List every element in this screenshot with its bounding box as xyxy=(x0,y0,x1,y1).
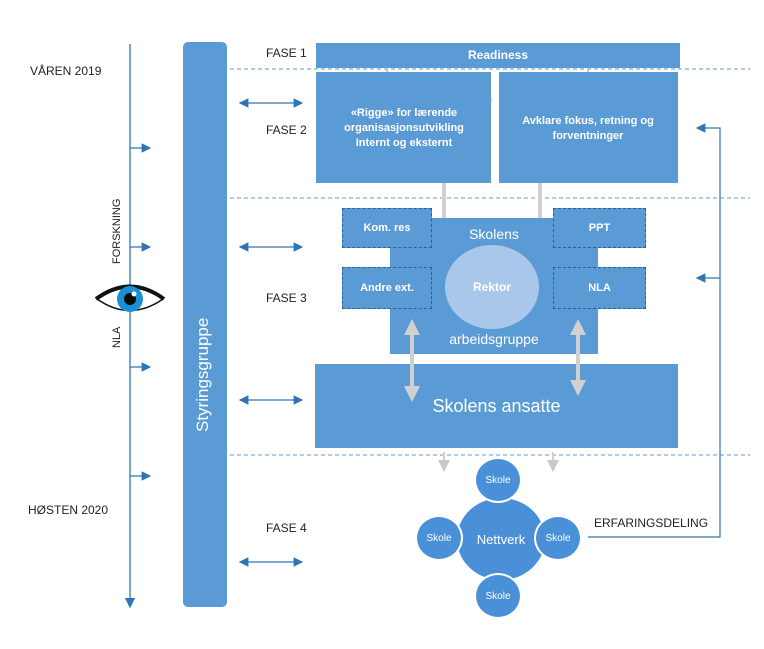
timeline-start-label: VÅREN 2019 xyxy=(30,64,102,78)
principal-label: Rektor xyxy=(472,280,511,294)
working-group-title: Skolens xyxy=(469,226,519,242)
school-circle-bottom: Skole xyxy=(474,573,522,619)
phase2-right-text: Avklare fokus, retning og forventninger xyxy=(522,115,654,142)
phase-label-1: FASE 1 xyxy=(266,46,307,60)
partner-label: PPT xyxy=(588,222,611,234)
steering-group-bar: Styringsgruppe xyxy=(183,42,227,607)
experience-sharing-label: ERFARINGSDELING xyxy=(594,516,709,530)
partner-box-andre-ext: Andre ext. xyxy=(342,267,432,309)
school-circle-left: Skole xyxy=(415,515,463,561)
partner-box-ppt: PPT xyxy=(553,208,646,248)
phase-label-2: FASE 2 xyxy=(266,123,307,137)
readiness-label: Readiness xyxy=(467,48,529,62)
school-label: Skole xyxy=(485,474,511,486)
principal-circle: Rektor xyxy=(445,245,539,329)
phase2-left-text: «Rigge» for lærende organisasjonsutvikli… xyxy=(344,107,464,149)
school-label: Skole xyxy=(426,532,452,544)
partner-box-nla: NLA xyxy=(553,267,646,309)
working-group-subtitle: arbeidsgruppe xyxy=(449,331,539,347)
network-label: Nettverk xyxy=(476,531,526,547)
timeline-end-label: HØSTEN 2020 xyxy=(28,503,109,517)
school-circle-right: Skole xyxy=(534,515,582,561)
staff-label: Skolens ansatte xyxy=(432,396,561,416)
readiness-bar: Readiness xyxy=(316,43,680,68)
eye-icon xyxy=(93,278,167,320)
school-label: Skole xyxy=(545,532,571,544)
partner-box-kom-res: Kom. res xyxy=(342,208,432,248)
partner-label: Andre ext. xyxy=(360,282,414,294)
school-circle-top: Skole xyxy=(474,457,522,503)
partner-label: Kom. res xyxy=(363,222,411,234)
feedback-loop-line xyxy=(588,123,721,538)
phase-label-3: FASE 3 xyxy=(266,291,307,305)
partner-label: NLA xyxy=(588,282,611,294)
staff-box: Skolens ansatte xyxy=(315,364,678,448)
phase-label-4: FASE 4 xyxy=(266,521,307,535)
school-label: Skole xyxy=(485,590,511,602)
phase2-left-box: «Rigge» for lærende organisasjonsutvikli… xyxy=(316,72,491,183)
phase2-right-box: Avklare fokus, retning og forventninger xyxy=(499,72,678,183)
